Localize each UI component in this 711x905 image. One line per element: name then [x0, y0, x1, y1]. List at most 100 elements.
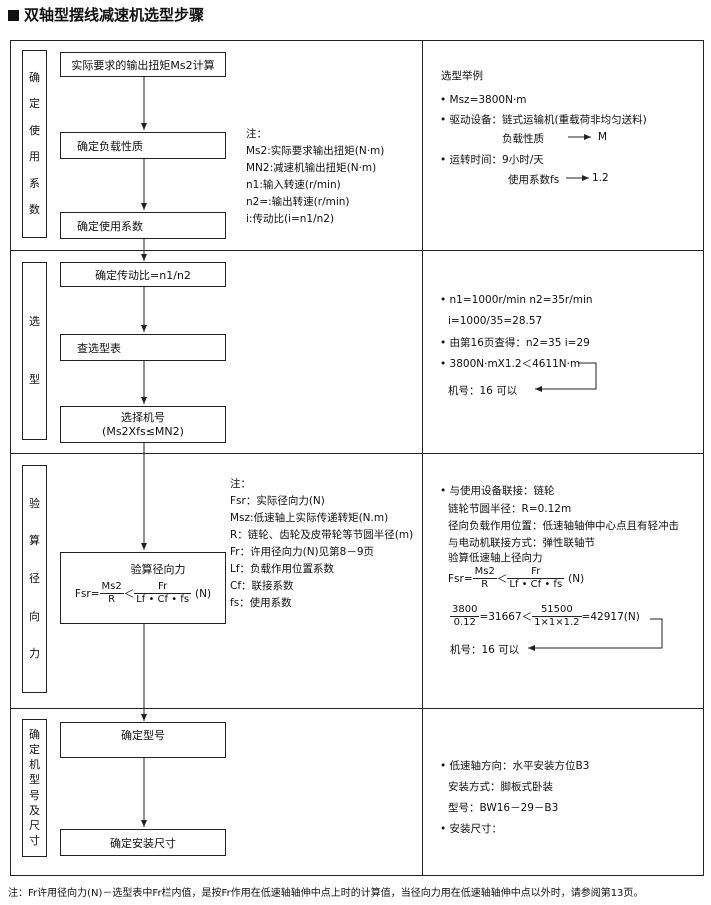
example-line: • 低速轴方向：水平安装方位B3: [440, 760, 590, 772]
frac-den: 1×1×1.2: [534, 617, 580, 628]
stage-label-char: 机: [29, 758, 40, 772]
formula-lt: ＜: [123, 588, 135, 600]
example-line: 验算低速轴上径向力: [448, 552, 543, 564]
note-line: Ms2:实际要求输出扭矩(N·m): [246, 145, 385, 157]
example-line: M: [598, 131, 608, 143]
stage-label-1: 确定使用系数: [22, 50, 47, 238]
note-line: n2=:输出转速(r/min): [246, 196, 350, 208]
example-line: • 安装尺寸：: [440, 823, 503, 835]
box-lookup-table-label: 查选型表: [77, 341, 121, 355]
example-line: • 驱动设备：链式运输机(重载荷非均匀送料): [440, 114, 647, 126]
example-heading: 选型举例: [441, 70, 483, 82]
stage-label-char: 力: [29, 647, 40, 661]
row-divider-3: [10, 708, 704, 709]
stage-label-char: 型: [29, 773, 40, 787]
row-divider-1: [10, 250, 704, 251]
example-line: 径向负载作用位置：低速轴轴伸中心点且有轻冲击: [448, 520, 679, 532]
example-line: • 3800N·mX1.2＜4611N·m: [440, 358, 581, 370]
title-text: 双轴型摆线减速机选型步骤: [24, 6, 205, 24]
box-lookup-table: 查选型表: [60, 334, 226, 361]
note-line: MN2:减速机输出扭矩(N·m): [246, 162, 377, 174]
example-line: 1.2: [592, 172, 609, 184]
box-calc-ms2: 实际要求的输出扭矩Ms2计算: [60, 52, 226, 77]
stage-label-char: 径: [29, 571, 40, 585]
example-line: • 由第16页查得：n2=35 i=29: [440, 337, 590, 349]
stage-label-char: 确: [29, 70, 40, 84]
footer-note: 注：Fr许用径向力(N)－选型表中Fr栏内值，是按Fr作用在低速轴轴伸中点上时的…: [8, 888, 644, 899]
calc-eq1: =31667＜: [479, 611, 533, 623]
box-select-model-condition: (Ms2Xfs≤MN2): [102, 424, 184, 438]
frac-den: R: [108, 594, 116, 605]
stage-label-char: 验: [29, 496, 40, 510]
example-line: 链轮节圆半径：R=0.12m: [448, 503, 572, 515]
box-ratio-label: 确定传动比=n1/n2: [95, 268, 191, 282]
box-select-model-label: 选择机号: [121, 410, 165, 424]
box-calc-ms2-label: 实际要求的输出扭矩Ms2计算: [71, 58, 215, 72]
frac-num: Ms2: [472, 566, 497, 579]
example-result: 机号：16 可以: [450, 644, 520, 656]
box-check-radial-force-title: 验算径向力: [130, 563, 186, 576]
note-line: Fr：许用径向力(N)见第8－9页: [230, 546, 375, 558]
note-line: R：链轮、齿轮及皮带轮等节圆半径(m): [230, 529, 414, 541]
stage-label-char: 尺: [29, 818, 40, 832]
example-line: • n1=1000r/min n2=35r/min: [440, 294, 593, 306]
frac-num: 3800: [450, 604, 480, 617]
frac-num: Fr: [507, 566, 565, 579]
stage-label-4: 确定机型号及尺寸: [22, 719, 47, 857]
frac-num: Ms2: [99, 581, 124, 594]
frac-den: 0.12: [453, 617, 476, 628]
column-divider: [422, 40, 423, 876]
row-divider-2: [10, 453, 704, 454]
note-line: 注：: [246, 128, 267, 140]
box-select-model: 选择机号 (Ms2Xfs≤MN2): [60, 406, 226, 443]
notes-stage-1: 注： Ms2:实际要求输出扭矩(N·m) MN2:减速机输出扭矩(N·m) n1…: [246, 126, 384, 228]
frac-den: Lf • Cf • fs: [509, 579, 563, 590]
box-service-factor-label: 确定使用系数: [77, 219, 143, 233]
frac-num: Fr: [134, 581, 192, 594]
stage-label-2: 选型: [22, 262, 47, 440]
outer-frame: [10, 40, 704, 876]
example-line: 型号：BW16－29－B3: [448, 802, 559, 814]
box-install-dims-label: 确定安装尺寸: [110, 836, 176, 850]
example-line: 与电动机联接方式：弹性联轴节: [448, 537, 595, 549]
note-line: n1:输入转速(r/min): [246, 179, 341, 191]
stage-label-char: 型: [29, 373, 40, 387]
note-line: Msz:低速轴上实际传递转矩(N.m): [230, 512, 389, 524]
formula-lhs: Fsr=: [448, 572, 473, 585]
box-confirm-model-label: 确定型号: [121, 729, 165, 742]
note-line: Fsr：实际径向力(N): [230, 495, 325, 507]
note-line: Lf：负载作用位置系数: [230, 563, 335, 575]
stage-label-char: 选: [29, 314, 40, 328]
title-square-icon: [8, 10, 19, 21]
stage-label-char: 系: [29, 176, 40, 190]
stage-label-char: 定: [29, 743, 40, 757]
stage-label-3: 验算径向力: [22, 465, 47, 693]
formula-lt: ＜: [496, 573, 508, 585]
stage-label-char: 号: [29, 788, 40, 802]
notes-stage-3: 注： Fsr：实际径向力(N) Msz:低速轴上实际传递转矩(N.m) R：链轮…: [230, 476, 413, 612]
box-install-dims: 确定安装尺寸: [60, 829, 226, 856]
stage-label-char: 数: [29, 203, 40, 217]
stage-label-char: 算: [29, 534, 40, 548]
note-line: Cf：联接系数: [230, 580, 294, 592]
stage-label-char: 寸: [29, 833, 40, 847]
stage-label-char: 定: [29, 97, 40, 111]
example-line: 机号：16 可以: [448, 385, 518, 397]
example-line: • 运转时间：9小时/天: [440, 154, 544, 166]
example-line: i=1000/35=28.57: [448, 315, 543, 327]
formula-unit: (N): [568, 572, 585, 585]
example-line: 安装方式：脚板式卧装: [448, 781, 553, 793]
formula-lhs: Fsr=: [74, 587, 100, 600]
frac-den: Lf • Cf • fs: [136, 594, 190, 605]
box-ratio: 确定传动比=n1/n2: [60, 262, 226, 287]
